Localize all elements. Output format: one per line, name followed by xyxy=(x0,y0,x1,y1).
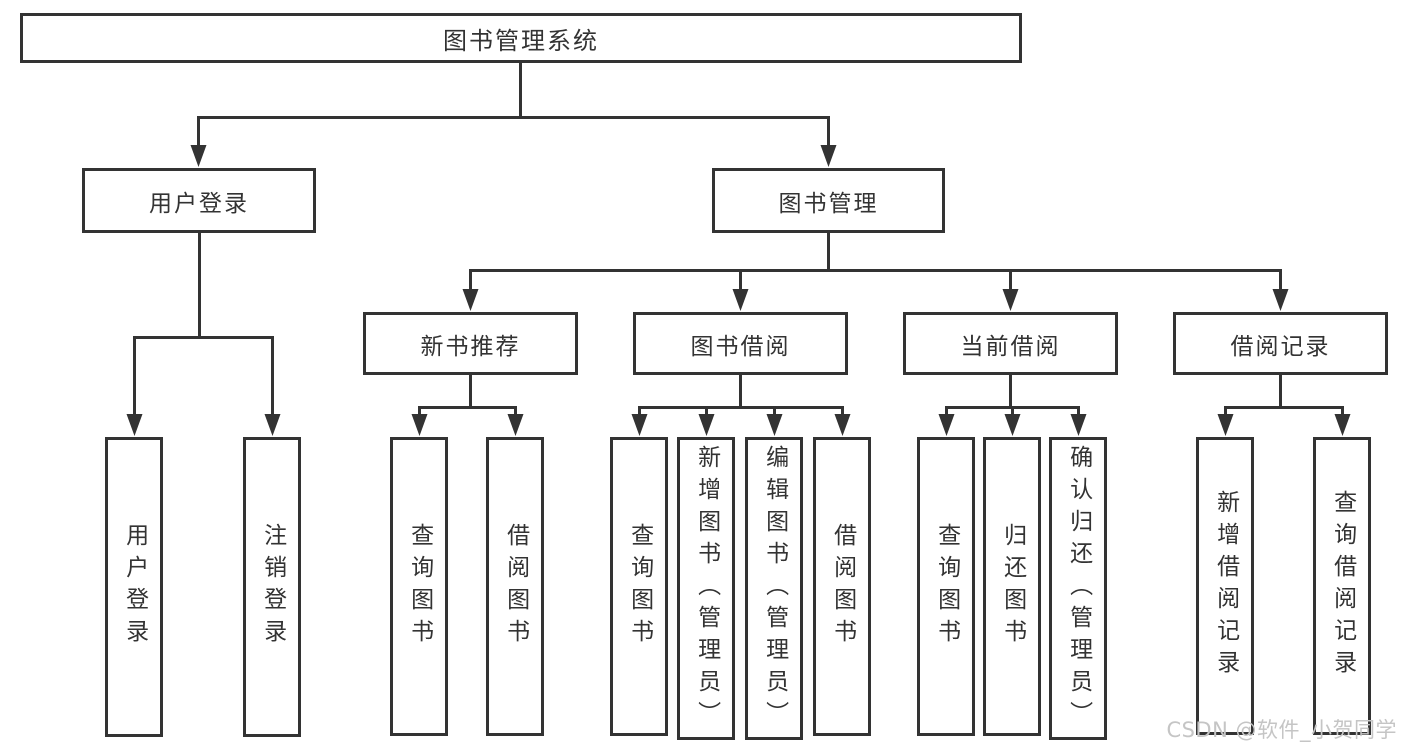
leaf-logout: 注销登录 xyxy=(243,437,301,737)
node-book-borrowing: 图书借阅 xyxy=(633,312,848,375)
leaf-add-books-admin: 新增图书（管理员） xyxy=(677,437,735,740)
connector-current-borrow-children xyxy=(938,375,1087,436)
leaf-query-books-recommend: 查询图书 xyxy=(390,437,448,736)
node-user-login: 用户登录 xyxy=(82,168,316,233)
leaf-borrow-books-recommend: 借阅图书 xyxy=(486,437,544,736)
leaf-confirm-return-admin: 确认归还（管理员） xyxy=(1049,437,1107,740)
node-book-management: 图书管理 xyxy=(712,168,945,233)
leaf-return-books: 归还图书 xyxy=(983,437,1041,736)
connector-root-to-level2 xyxy=(190,63,837,167)
leaf-query-books-current: 查询图书 xyxy=(917,437,975,736)
node-borrowing-records: 借阅记录 xyxy=(1173,312,1388,375)
leaf-user-login: 用户登录 xyxy=(105,437,163,737)
connector-borrow-record-children xyxy=(1217,375,1351,436)
node-library-management-system: 图书管理系统 xyxy=(20,13,1022,63)
node-new-book-recommendation: 新书推荐 xyxy=(363,312,578,375)
leaf-borrow-books-borrowing: 借阅图书 xyxy=(813,437,871,736)
connector-new-book-children xyxy=(411,375,524,436)
connector-book-borrow-children xyxy=(631,375,851,436)
connector-book-management-children xyxy=(462,233,1289,311)
leaf-query-books-borrowing: 查询图书 xyxy=(610,437,668,736)
connector-user-login-children xyxy=(126,233,281,436)
leaf-query-borrow-record: 查询借阅记录 xyxy=(1313,437,1371,735)
leaf-add-borrow-record: 新增借阅记录 xyxy=(1196,437,1254,735)
leaf-edit-books-admin: 编辑图书（管理员） xyxy=(745,437,803,740)
watermark: CSDN @软件_小贺同学 xyxy=(1166,718,1397,742)
node-current-borrowing: 当前借阅 xyxy=(903,312,1118,375)
